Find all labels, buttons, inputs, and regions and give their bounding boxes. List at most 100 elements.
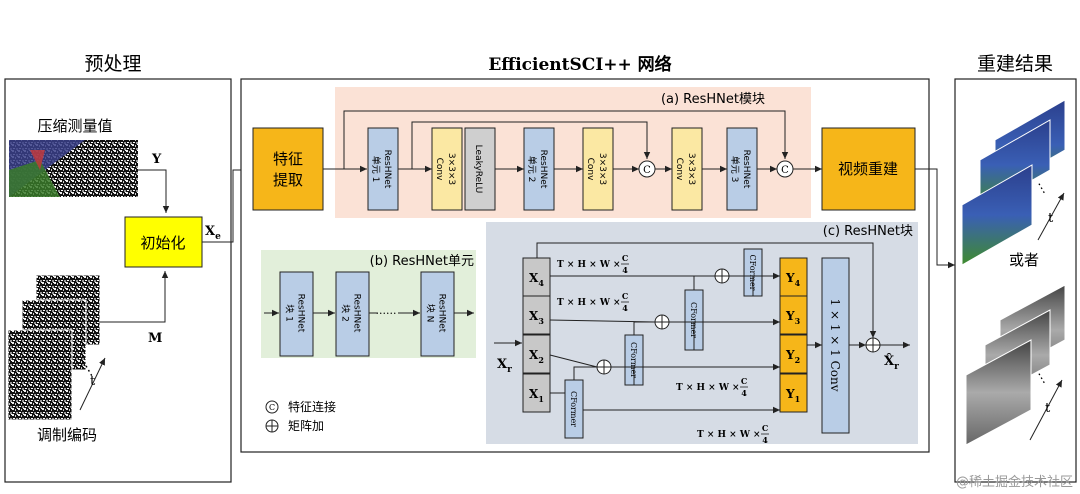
- panel-b-block-3-label-line2: 块 N: [425, 304, 437, 323]
- panel-b-block-3-label-line1: ResHNet: [437, 294, 447, 333]
- panel-a-block-7-label-line2: 单元 3: [729, 156, 741, 183]
- panel-a-block-4-label-line1: ResHNet: [538, 150, 548, 189]
- panel-a-block-6-label-line1: 3×3×3: [686, 153, 696, 185]
- mask-time-arrow: [79, 357, 106, 411]
- cformer-2-label: CFormer: [629, 342, 638, 378]
- panel-b-block-2-label-line1: ResHNet: [352, 294, 362, 333]
- y-merge-label-4: Y4: [785, 271, 801, 288]
- xe-label: Xe: [205, 224, 221, 242]
- cformer-2-label-group: CFormer: [629, 342, 638, 378]
- dim-label-3-num: C: [622, 291, 628, 301]
- recon-color-time-arrow: [1037, 192, 1065, 241]
- recon-color-t: t: [1048, 211, 1054, 226]
- x-split-label-4: X4: [529, 271, 544, 288]
- panel-c-wire-3: [573, 366, 597, 380]
- y-merge-3: [779, 295, 808, 335]
- dim-label-2-den: 4: [741, 388, 747, 398]
- recon-gray-frames: [965, 284, 1066, 446]
- x-split-4: [522, 257, 551, 297]
- legend-add-label: 矩阵加: [288, 419, 324, 433]
- y-arrow: [138, 169, 170, 213]
- mask-t-label: t: [90, 374, 96, 389]
- dim-label-3-den: 4: [622, 303, 628, 313]
- dim-label-1-text: T × H × W ×: [697, 430, 761, 440]
- title-preprocess: 预处理: [84, 53, 141, 75]
- svg-text:C: C: [643, 165, 651, 176]
- skip-connection-outer: [343, 110, 789, 169]
- video-recon-label: 视频重建: [838, 160, 898, 178]
- feature-extraction-box: [252, 127, 324, 211]
- dim-label-2-num: C: [741, 376, 747, 386]
- panel-a-block-7-label: ResHNet单元 3: [729, 150, 751, 189]
- y-merge-label-3: Y3: [785, 309, 801, 326]
- dim-label-2: T × H × W ×C4: [676, 376, 748, 398]
- x-split-3: [522, 295, 551, 335]
- panel-a-block-2: [431, 127, 463, 211]
- init-box: [124, 216, 203, 268]
- feature-extraction-label-1: 特征: [273, 150, 303, 168]
- panel-b-block-2-label: ResHNet块 2: [340, 294, 362, 333]
- legend-concat-label: 特征连接: [288, 399, 336, 414]
- dim-label-4: T × H × W ×C 4: [557, 253, 629, 275]
- panel-b-title: (b) ResHNet单元: [370, 254, 474, 269]
- add-node-1: [596, 359, 612, 375]
- x-split-1: [522, 373, 551, 413]
- m-arrow: [100, 271, 169, 323]
- legend-concat: C 特征连接: [265, 399, 336, 414]
- panel-b-block-1-label-line1: ResHNet: [296, 294, 306, 333]
- dim-label-1-den: 4: [762, 435, 768, 445]
- legend-add: 矩阵加: [265, 419, 324, 433]
- dim-label-4-den: 4: [622, 265, 628, 275]
- dim-label-1-num: C: [762, 423, 768, 433]
- x-split-label-3: X3: [529, 309, 544, 326]
- measurement-image: [9, 140, 138, 197]
- cformer-3-label-group: CFormer: [689, 302, 698, 338]
- dim-label-4-text: T × H × W ×: [557, 260, 621, 270]
- skip-connection-inner: [411, 121, 651, 169]
- panel-b-block-2: [335, 271, 370, 357]
- panel-a-block-2-label-line1: 3×3×3: [446, 153, 456, 185]
- dim-label-4-num: C: [622, 253, 628, 263]
- cformer-1-label-group: CFormer: [569, 391, 578, 427]
- y-merge-label-1: Y1: [785, 387, 800, 404]
- recon-color-frames: [961, 99, 1066, 266]
- concat-node-2: C: [776, 160, 794, 178]
- recon-gray-time-arrow: [1029, 379, 1063, 441]
- panel-a-block-7-label-line1: ResHNet: [741, 150, 751, 189]
- mask-stack: [7, 274, 101, 421]
- mask-dots: ⋮: [79, 361, 99, 382]
- dim-label-3: T × H × W ×C 4: [557, 291, 629, 313]
- recon-output-arrow: [915, 168, 955, 269]
- panel-a-block-4: [523, 127, 555, 211]
- y-merge-label-2: Y2: [785, 348, 800, 365]
- panel-b-block-1-label-line2: 块 1: [284, 304, 296, 322]
- dim-label-3-text: T × H × W ×: [557, 298, 621, 308]
- panel-b-block-1-label: ResHNet块 1: [284, 294, 306, 333]
- panel-b-block-3: [420, 271, 455, 357]
- recon-color-dots: ⋮: [1033, 179, 1052, 198]
- feature-extraction-label-2: 提取: [273, 171, 303, 189]
- panel-c-wire-8: [549, 319, 656, 323]
- title-recon: 重建结果: [977, 53, 1053, 75]
- panel-a-block-4-label: ResHNet单元 2: [526, 150, 548, 189]
- add-node-2: [654, 314, 670, 330]
- panel-a-block-1-label-line1: ResHNet: [382, 150, 392, 189]
- concat-node-1: C: [638, 160, 656, 178]
- panel-b-block-1: [279, 271, 314, 357]
- cformer-1-label: CFormer: [569, 391, 578, 427]
- cformer-4-label-group: CFormer: [748, 254, 757, 290]
- svg-text:C: C: [781, 165, 789, 176]
- conv-1x1x1-label: 1 × 1 × 1 Conv: [828, 299, 842, 392]
- panel-b-dots: ······: [376, 307, 397, 320]
- compressed-measurement-label: 压缩测量值: [37, 117, 112, 135]
- m-label: M: [148, 331, 162, 346]
- init-label: 初始化: [140, 234, 185, 252]
- recon-gray-dots: ⋮: [1033, 369, 1052, 388]
- panel-c-wire-17: [536, 242, 877, 338]
- panel-b-block-2-label-line2: 块 2: [340, 304, 352, 322]
